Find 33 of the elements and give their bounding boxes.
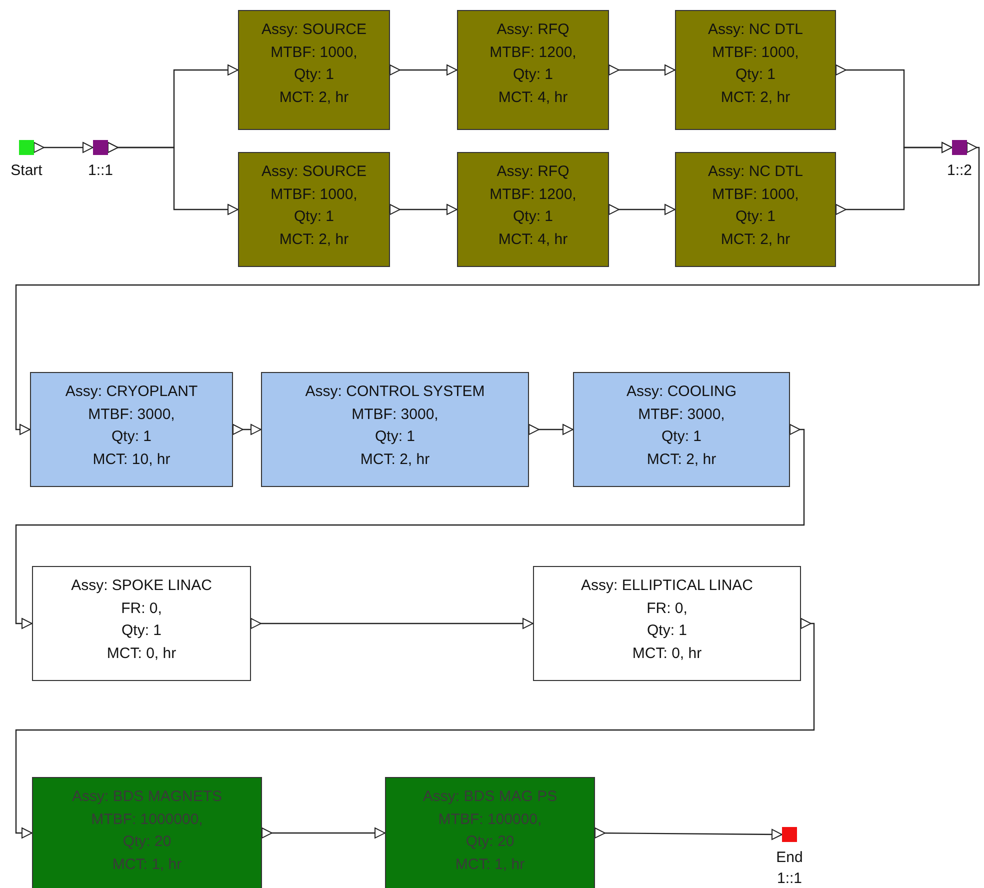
connector-arrow bbox=[528, 424, 574, 435]
assembly-block: Assy: COOLING MTBF: 3000, Qty: 1 MCT: 2, hr bbox=[573, 372, 790, 487]
connector-arrow bbox=[594, 828, 782, 840]
connector-arrow bbox=[608, 64, 676, 76]
assembly-block: Assy: ELLIPTICAL LINAC FR: 0, Qty: 1 MCT: 0, hr bbox=[533, 566, 801, 681]
assembly-block: Assy: RFQ MTBF: 1200, Qty: 1 MCT: 4, hr bbox=[457, 10, 609, 130]
connector-arrow bbox=[836, 142, 952, 215]
assembly-block: Assy: NC DTL MTBF: 1000, Qty: 1 MCT: 2, hr bbox=[675, 152, 836, 267]
block-label: End bbox=[776, 848, 803, 868]
assembly-block: Assy: CRYOPLANT MTBF: 3000, Qty: 1 MCT: 10, hr bbox=[30, 372, 233, 487]
connector-arrow bbox=[262, 828, 386, 838]
assembly-block: Assy: NC DTL MTBF: 1000, Qty: 1 MCT: 2, hr bbox=[675, 10, 836, 130]
connector-arrow bbox=[250, 618, 534, 629]
connector-arrow bbox=[15, 142, 980, 435]
assembly-block: Assy: BDS MAGNETS MTBF: 1000000, Qty: 20 MCT: 1, hr bbox=[32, 777, 262, 888]
connector-arrow bbox=[608, 204, 676, 215]
assembly-block: Assy: RFQ MTBF: 1200, Qty: 1 MCT: 4, hr bbox=[457, 152, 609, 267]
block-label: Start bbox=[10, 161, 42, 181]
connector-arrow bbox=[390, 64, 458, 76]
assembly-block: Assy: SPOKE LINAC FR: 0, Qty: 1 MCT: 0, hr bbox=[32, 566, 251, 681]
connector-arrow bbox=[34, 142, 94, 153]
connector-arrow bbox=[390, 204, 458, 215]
assembly-block: Assy: SOURCE MTBF: 1000, Qty: 1 MCT: 2, hr bbox=[238, 152, 390, 267]
assembly-block: Assy: CONTROL SYSTEM MTBF: 3000, Qty: 1 MCT: 2, hr bbox=[261, 372, 529, 487]
block-label: 1::2 bbox=[946, 161, 972, 181]
connector-arrow bbox=[232, 424, 262, 435]
block-label: 1::1 bbox=[776, 869, 802, 888]
assembly-block: Assy: SOURCE MTBF: 1000, Qty: 1 MCT: 2, hr bbox=[238, 10, 390, 130]
block-label: 1::1 bbox=[88, 161, 114, 181]
connector-arrow bbox=[108, 142, 238, 215]
assembly-block: Assy: BDS MAG PS MTBF: 100000, Qty: 20 MCT: 1, hr bbox=[385, 777, 595, 888]
connector-arrow bbox=[15, 424, 805, 629]
connector-arrow bbox=[15, 618, 815, 838]
